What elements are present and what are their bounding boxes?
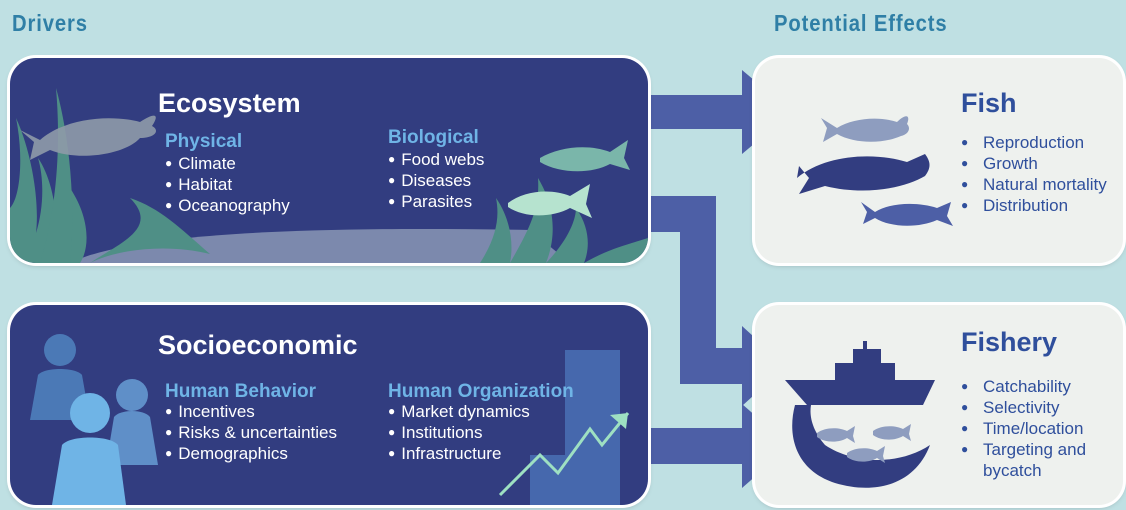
seafloor-sand bbox=[70, 228, 570, 263]
list-item: Catchability bbox=[961, 377, 1111, 398]
physical-list: Climate Habitat Oceanography bbox=[165, 154, 290, 217]
human-behavior-list: Incentives Risks & uncertainties Demogra… bbox=[165, 402, 337, 465]
fishery-panel: Fishery Catchability Selectivity Time/lo… bbox=[755, 305, 1123, 505]
fish-effects-list: Reproduction Growth Natural mortality Di… bbox=[961, 133, 1107, 217]
ecosystem-illustration bbox=[10, 88, 648, 263]
list-item: Oceanography bbox=[165, 196, 290, 217]
socioeconomic-illustration bbox=[30, 334, 630, 505]
list-item: Natural mortality bbox=[961, 175, 1107, 196]
caught-fish-icons bbox=[817, 424, 911, 463]
list-item: Targeting and bycatch bbox=[961, 440, 1093, 481]
list-item: Institutions bbox=[388, 423, 530, 444]
biological-list: Food webs Diseases Parasites bbox=[388, 150, 484, 213]
list-item: Habitat bbox=[165, 175, 290, 196]
list-item: Distribution bbox=[961, 196, 1107, 217]
fish-small-top-icon bbox=[821, 116, 909, 142]
list-item: Infrastructure bbox=[388, 444, 530, 465]
ecosystem-panel: Ecosystem Physical Climate Habitat Ocean… bbox=[10, 58, 648, 263]
human-organization-label: Human Organization bbox=[388, 381, 574, 402]
human-organization-list: Market dynamics Institutions Infrastruct… bbox=[388, 402, 530, 465]
list-item: Parasites bbox=[388, 192, 484, 213]
list-item: Risks & uncertainties bbox=[165, 423, 337, 444]
fish-lightgreen-icon bbox=[508, 184, 592, 218]
list-item: Selectivity bbox=[961, 398, 1111, 419]
fish-grey-icon bbox=[20, 115, 156, 160]
physical-label: Physical bbox=[165, 131, 243, 152]
list-item: Market dynamics bbox=[388, 402, 529, 423]
fish-illustration bbox=[797, 116, 953, 226]
list-item: Climate bbox=[165, 154, 290, 175]
ecosystem-title: Ecosystem bbox=[158, 88, 301, 118]
fishery-illustration bbox=[785, 341, 935, 488]
arrow-ecosystem-to-fishery bbox=[648, 196, 786, 406]
fish-small-bottom-icon bbox=[861, 202, 953, 226]
people-icon bbox=[30, 334, 158, 505]
fishing-net-icon bbox=[792, 405, 930, 488]
fish-teal-icon bbox=[540, 140, 630, 172]
human-behavior-label: Human Behavior bbox=[165, 381, 316, 402]
fish-panel: Fish Reproduction Growth Natural mortali… bbox=[755, 58, 1123, 263]
seaweed-right-icon bbox=[480, 178, 648, 263]
arrow-socioeconomic-to-fishery bbox=[648, 404, 790, 488]
seaweed-mid-icon bbox=[90, 198, 210, 263]
drivers-heading: Drivers bbox=[12, 10, 88, 36]
list-item: Food webs bbox=[388, 150, 484, 171]
trend-arrow-icon bbox=[498, 412, 630, 497]
bar-chart-icon bbox=[565, 350, 620, 505]
list-item: Time/location bbox=[961, 419, 1111, 440]
socioeconomic-panel: Socioeconomic Human Behavior Incentives … bbox=[10, 305, 648, 505]
fishery-effects-list: Catchability Selectivity Time/location T… bbox=[961, 377, 1111, 481]
list-item: Reproduction bbox=[961, 133, 1107, 154]
list-item: Growth bbox=[961, 154, 1107, 175]
fishing-boat-icon bbox=[785, 341, 935, 405]
fishery-title: Fishery bbox=[961, 327, 1058, 357]
socioeconomic-title: Socioeconomic bbox=[158, 330, 358, 360]
fish-title: Fish bbox=[961, 88, 1017, 118]
list-item: Demographics bbox=[165, 444, 337, 465]
list-item: Diseases bbox=[388, 171, 484, 192]
potential-effects-heading: Potential Effects bbox=[774, 10, 948, 36]
list-item: Incentives bbox=[165, 402, 337, 423]
biological-label: Biological bbox=[388, 127, 479, 148]
fish-large-icon bbox=[797, 154, 930, 194]
